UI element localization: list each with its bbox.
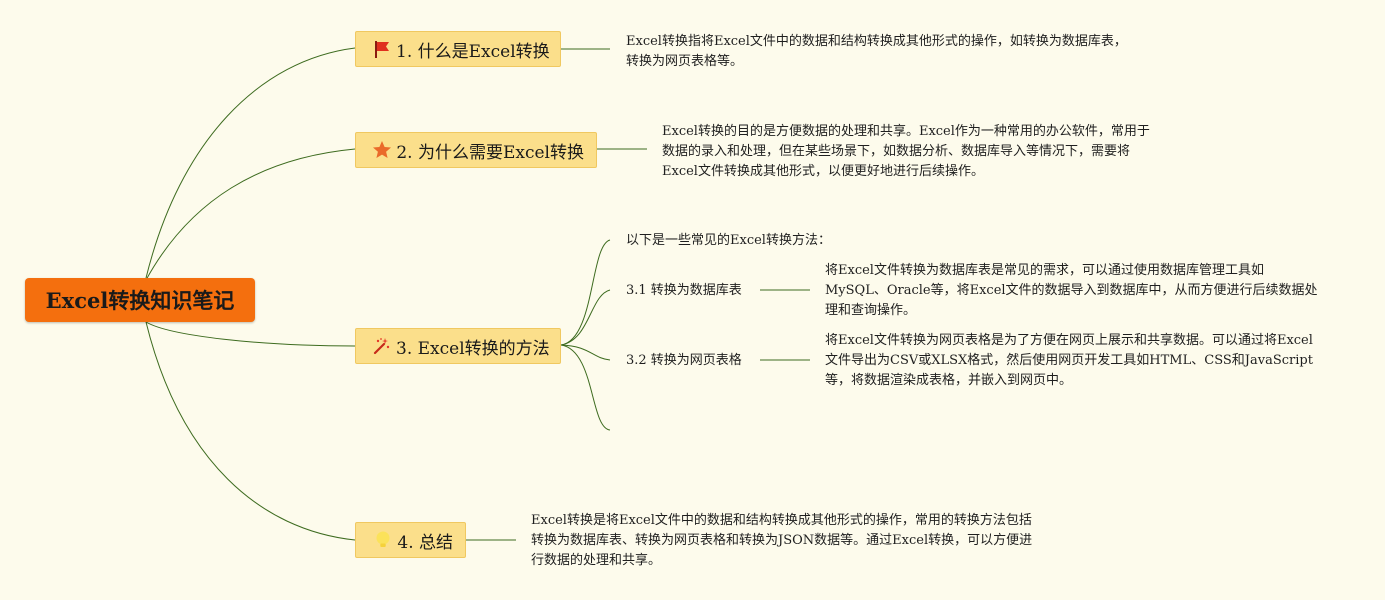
magic-wand-icon [372,335,392,357]
connector-root-branch-3 [145,321,356,347]
note-web-table: 将Excel文件转换为网页表格是为了方便在网页上展示和共享数据。可以通过将Exc… [825,333,1313,388]
note-database-table: 将Excel文件转换为数据库表是常见的需求，可以通过使用数据库管理工具如MySQ… [825,263,1318,318]
root-topic[interactable]: Excel转换知识笔记 [25,278,255,322]
branch-label: 4. 总结 [397,532,453,553]
branch-what-is[interactable]: 1. 什么是Excel转换 [355,31,561,67]
note-summary: Excel转换是将Excel文件中的数据和结构转换成其他形式的操作，常用的转换方… [531,513,1033,568]
star-icon [372,139,392,161]
connector-root-branch-2 [145,148,356,281]
lightbulb-icon [372,529,393,551]
connector-branch-3-sub-1 [560,289,611,346]
methods-intro: 以下是一些常见的Excel转换方法： [626,233,831,248]
connector-branch-3-intro [560,239,611,346]
red-flag-icon [372,38,392,60]
sub-topic-web-table[interactable]: 3.2 转换为网页表格 [626,353,742,368]
note-why-needed: Excel转换的目的是方便数据的处理和共享。Excel作为一种常用的办公软件，常… [662,124,1150,179]
branch-summary[interactable]: 4. 总结 [355,522,466,558]
sub-topic-database-table[interactable]: 3.1 转换为数据库表 [626,283,742,298]
note-what-is: Excel转换指将Excel文件中的数据和结构转换成其他形式的操作，如转换为数据… [626,34,1127,69]
connector-branch-3-end [560,344,611,431]
connector-branch-3-sub-2 [560,344,611,361]
branch-label: 2. 为什么需要Excel转换 [396,142,584,163]
root-title: Excel转换知识笔记 [45,288,235,313]
branch-why-needed[interactable]: 2. 为什么需要Excel转换 [355,132,597,168]
branch-methods[interactable]: 3. Excel转换的方法 [355,328,561,364]
connector-root-branch-1 [145,47,356,279]
branch-label: 3. Excel转换的方法 [396,338,550,359]
branch-label: 1. 什么是Excel转换 [396,41,550,62]
connector-root-branch-4 [145,321,356,541]
